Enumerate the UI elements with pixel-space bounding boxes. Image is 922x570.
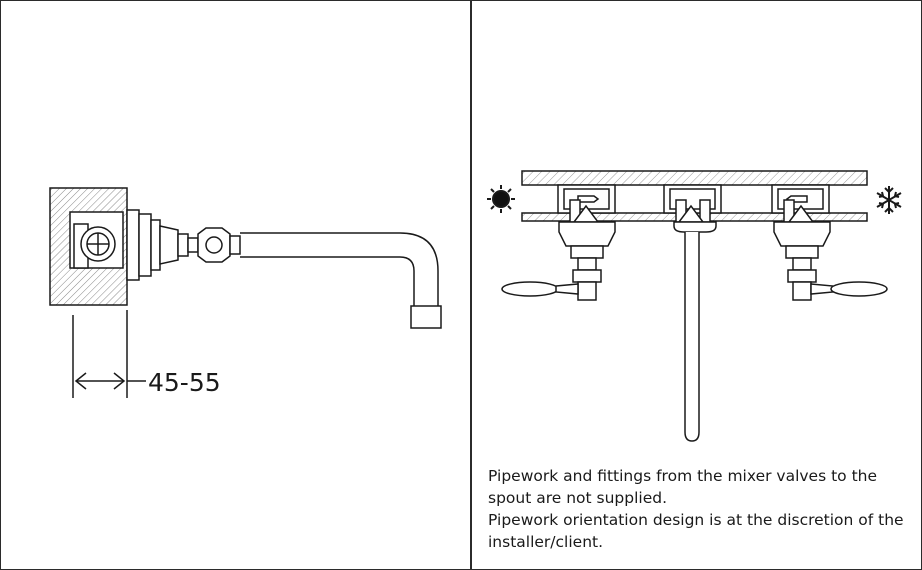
hot-lever-handle [501,281,579,297]
spout-pipe [240,232,442,329]
dimension-line [72,310,146,398]
depth-dimension-label: 45-55 [148,368,221,397]
installation-notes: Pipework and fittings from the mixer val… [488,465,908,553]
cold-lever-handle [810,281,888,297]
note-pipework-orientation: Pipework orientation design is at the di… [488,511,904,551]
sun-icon [487,185,515,213]
center-spout [673,221,717,442]
note-pipework-not-supplied: Pipework and fittings from the mixer val… [488,467,878,507]
hot-valve-body [558,221,616,301]
valve-body [73,209,241,281]
snowflake-icon [876,186,902,214]
cold-valve-body [773,221,831,301]
